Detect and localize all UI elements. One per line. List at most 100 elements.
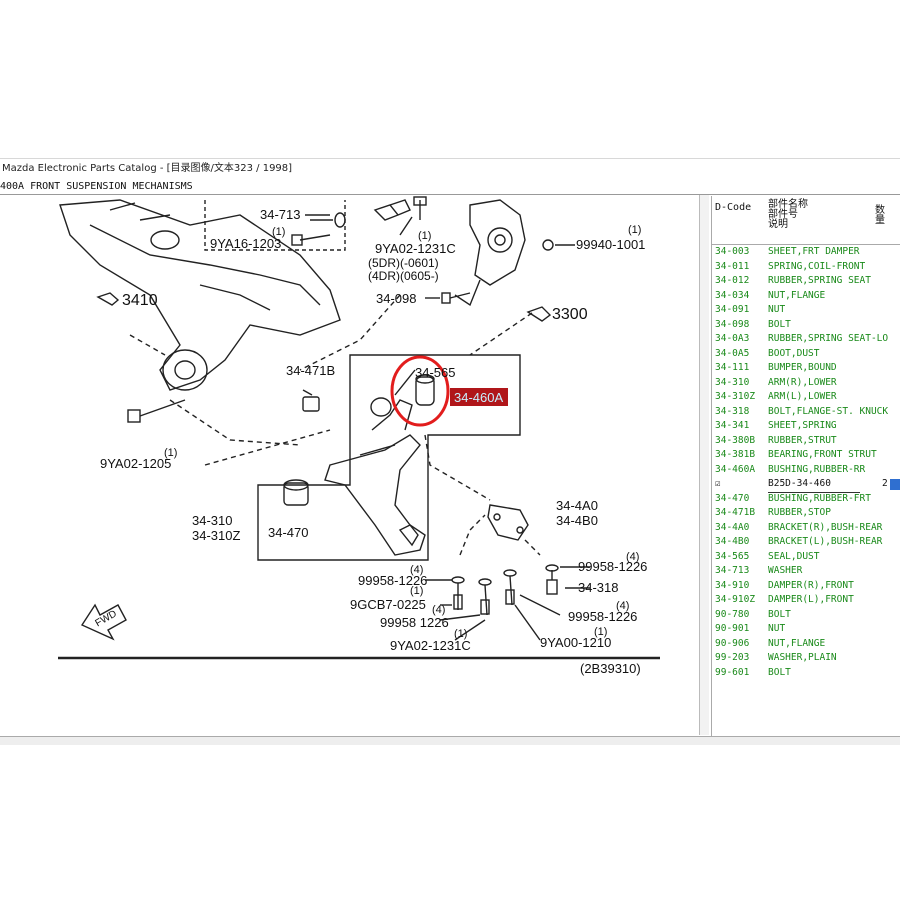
- knuckle-drawing: [469, 199, 526, 286]
- callout-34-4A0[interactable]: 34-4A0: [556, 498, 598, 513]
- select-checkbox[interactable]: ☑: [715, 479, 721, 489]
- qty-99940: (1): [628, 224, 641, 236]
- part-name: SEAL,DUST: [768, 550, 820, 562]
- part-code: 34-318: [715, 405, 750, 417]
- part-name: WASHER: [768, 565, 803, 576]
- callout-3410[interactable]: 3410: [122, 292, 158, 309]
- callout-34-460A[interactable]: 34-460A: [454, 390, 503, 405]
- callout-99958-1226-r[interactable]: 99958-1226: [578, 559, 647, 574]
- qty-9GCB: (1): [410, 585, 423, 597]
- callout-99958-1226-l[interactable]: 99958-1226: [358, 573, 427, 588]
- header-qty-line2: 量: [875, 215, 885, 226]
- part-code: 34-011: [715, 260, 750, 272]
- qty-9YA02-top: (1): [418, 230, 431, 242]
- part-row[interactable]: 34-470 BUSHING,RUBBER-FRT: [712, 492, 900, 507]
- part-name: BRACKET(R),BUSH-REAR: [768, 521, 883, 533]
- header-name[interactable]: 部件名称 部件号 说明: [768, 200, 878, 230]
- part-code: 34-0A3: [715, 333, 750, 344]
- callout-34-713[interactable]: 34-713: [260, 207, 300, 222]
- part-code: 34-910Z: [715, 594, 756, 605]
- callout-34-471B[interactable]: 34-471B: [286, 363, 335, 378]
- selected-part-row[interactable]: ☑ B25D-34-460 2: [712, 477, 900, 493]
- parts-diagram[interactable]: 34-460A 3410 3300 34-713 (1) 9YA16-1203 …: [0, 195, 701, 735]
- part-row[interactable]: 34-318 BOLT,FLANGE-ST. KNUCK: [712, 405, 900, 420]
- part-name: BOLT,FLANGE-ST. KNUCK: [768, 405, 889, 417]
- part-code: 34-310Z: [715, 391, 756, 402]
- callout-99940-1001[interactable]: 99940-1001: [576, 237, 645, 252]
- diagram-scrollbar[interactable]: [699, 195, 709, 735]
- part-name: RUBBER,SPRING SEAT-LO: [768, 333, 889, 344]
- part-code: 34-310: [715, 376, 750, 388]
- callout-9YA00-1210[interactable]: 9YA00-1210: [540, 635, 611, 650]
- callout-3300[interactable]: 3300: [552, 306, 588, 323]
- header-qty[interactable]: 数 量: [875, 206, 887, 226]
- part-code: 34-034: [715, 289, 750, 301]
- qty-spinner[interactable]: [890, 479, 900, 490]
- note-4DR: (4DR)(0605-): [368, 269, 439, 283]
- part-name: BUMPER,BOUND: [768, 362, 837, 373]
- part-code: 34-470: [715, 492, 750, 504]
- part-row[interactable]: 34-910Z DAMPER(L),FRONT: [712, 593, 900, 608]
- part-name: ARM(L),LOWER: [768, 391, 837, 402]
- callout-34-310[interactable]: 34-310: [192, 513, 232, 528]
- qty-9YA16: (1): [272, 226, 285, 238]
- part-row[interactable]: 34-310Z ARM(L),LOWER: [712, 390, 900, 405]
- lower-arm-drawing: [324, 434, 426, 556]
- window-title: Mazda Electronic Parts Catalog - [目录图像/文…: [0, 158, 900, 178]
- callout-9YA02-1231C-bot[interactable]: 9YA02-1231C: [390, 638, 471, 653]
- part-code: 34-091: [715, 304, 750, 315]
- callout-9GCB7-0225[interactable]: 9GCB7-0225: [350, 597, 426, 612]
- part-row[interactable]: 34-0A3 RUBBER,SPRING SEAT-LO: [712, 332, 900, 347]
- header-name-line1: 部件名称: [768, 199, 808, 210]
- callout-99958-1226-m[interactable]: 99958 1226: [380, 615, 449, 630]
- header-dcode[interactable]: D-Code: [715, 202, 752, 213]
- callout-34-098[interactable]: 34-098: [376, 291, 416, 306]
- callout-9YA02-1231C-top[interactable]: 9YA02-1231C: [375, 241, 456, 256]
- callout-34-565[interactable]: 34-565: [415, 365, 455, 380]
- callout-9YA16-1203[interactable]: 9YA16-1203: [210, 236, 281, 251]
- callout-34-318[interactable]: 34-318: [578, 580, 618, 595]
- part-name: RUBBER,STRUT: [768, 434, 837, 446]
- callout-99958-1226-r2[interactable]: 99958-1226: [568, 609, 637, 624]
- part-code: 34-341: [715, 420, 750, 431]
- diagram-ref-code: (2B39310): [580, 661, 641, 676]
- part-name: BOLT: [768, 608, 791, 620]
- part-name: DAMPER(L),FRONT: [768, 594, 854, 605]
- callout-34-310Z[interactable]: 34-310Z: [192, 528, 240, 543]
- callout-9YA02-1205[interactable]: 9YA02-1205: [100, 456, 171, 471]
- fwd-arrow-shape: [80, 603, 127, 641]
- part-name: RUBBER,STOP: [768, 507, 831, 518]
- callout-34-4B0[interactable]: 34-4B0: [556, 513, 598, 528]
- part-name: NUT: [768, 623, 786, 634]
- part-name: BUSHING,RUBBER-FRT: [768, 492, 871, 504]
- part-code: 34-0A5: [715, 347, 750, 359]
- callout-34-470[interactable]: 34-470: [268, 525, 308, 540]
- part-name: SHEET,FRT DAMPER: [768, 246, 860, 257]
